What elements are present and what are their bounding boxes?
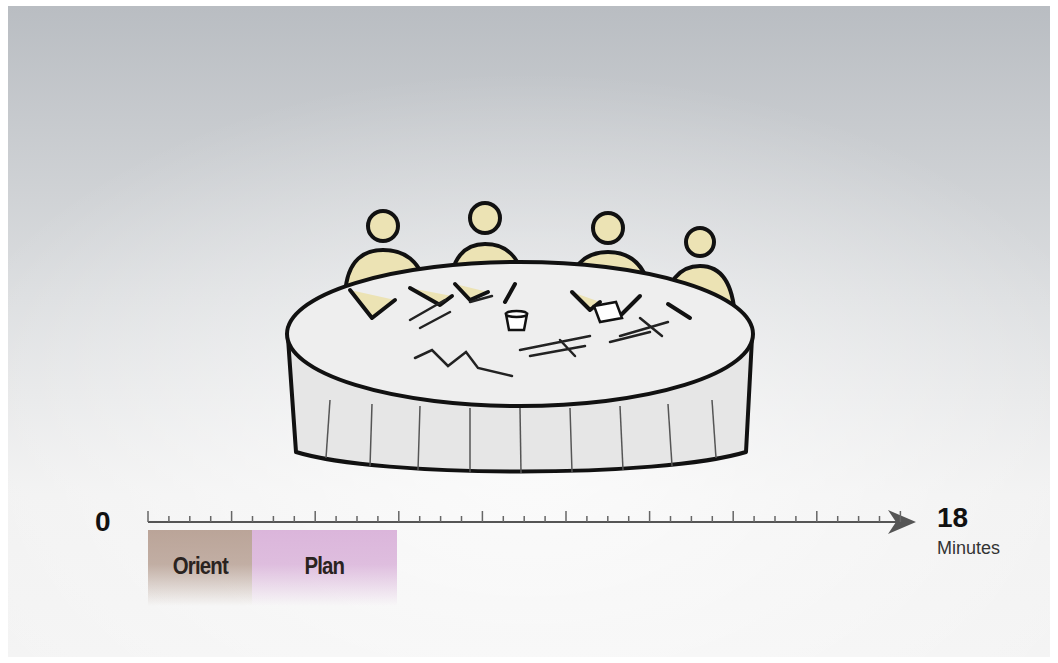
pencil bbox=[410, 300, 450, 328]
axis-tick bbox=[607, 516, 609, 522]
axis-tick bbox=[440, 516, 442, 522]
axis-tick bbox=[189, 516, 191, 522]
axis-tick bbox=[252, 516, 254, 522]
axis-tick bbox=[273, 516, 275, 522]
axis-tick bbox=[294, 516, 296, 522]
axis-tick bbox=[335, 516, 337, 522]
axis-tick bbox=[565, 511, 567, 522]
phase-label: Orient bbox=[173, 552, 228, 580]
scribble bbox=[520, 336, 590, 356]
axis-start: 0 bbox=[95, 506, 111, 538]
axis-tick bbox=[503, 516, 505, 522]
axis-tick bbox=[419, 516, 421, 522]
phase-band: Plan bbox=[252, 530, 397, 606]
phase-band: Orient bbox=[148, 530, 252, 606]
person-arm bbox=[505, 284, 515, 302]
axis-tick bbox=[649, 511, 651, 522]
axis-tick bbox=[879, 516, 881, 522]
pencil bbox=[470, 296, 492, 302]
person-arm bbox=[668, 304, 690, 318]
paper bbox=[594, 302, 622, 322]
axis-tick bbox=[732, 511, 734, 522]
person-head bbox=[593, 213, 623, 243]
axis-tick bbox=[210, 516, 212, 522]
axis-tick bbox=[712, 516, 714, 522]
scribble bbox=[415, 350, 512, 376]
person-arm bbox=[350, 290, 395, 318]
axis-tick bbox=[670, 516, 672, 522]
axis-tick bbox=[753, 516, 755, 522]
axis-tick bbox=[147, 511, 149, 522]
background bbox=[8, 6, 1050, 657]
axis-tick bbox=[523, 516, 525, 522]
axis-tick bbox=[774, 516, 776, 522]
cup-rim bbox=[506, 311, 527, 317]
axis-arrowhead bbox=[888, 510, 916, 534]
axis-tick bbox=[377, 516, 379, 522]
axis-tick bbox=[231, 511, 233, 522]
person-head bbox=[686, 228, 714, 256]
axis-tick bbox=[628, 516, 630, 522]
axis-tick bbox=[398, 511, 400, 522]
person-arm bbox=[410, 288, 452, 305]
axis-tick bbox=[461, 516, 463, 522]
axis-unit: Minutes bbox=[937, 538, 1000, 559]
person-head bbox=[368, 211, 398, 241]
person-head bbox=[470, 203, 500, 233]
background-glow bbox=[8, 6, 1050, 657]
axis-tick bbox=[858, 516, 860, 522]
table-sketches bbox=[410, 296, 668, 376]
phase-label: Plan bbox=[305, 552, 345, 580]
axis-tick bbox=[900, 511, 902, 522]
axis-tick bbox=[356, 516, 358, 522]
axis-tick bbox=[544, 516, 546, 522]
person-arm bbox=[622, 296, 640, 314]
axis-tick bbox=[837, 516, 839, 522]
scribble bbox=[610, 318, 668, 342]
axis-ticks bbox=[148, 511, 900, 522]
table-folds bbox=[326, 400, 716, 473]
axis-tick bbox=[586, 516, 588, 522]
axis-tick bbox=[795, 516, 797, 522]
axis-tick bbox=[691, 516, 693, 522]
table-top bbox=[287, 262, 753, 406]
axis-end: 18 bbox=[937, 502, 968, 534]
table-objects bbox=[506, 302, 622, 330]
axis-tick bbox=[168, 516, 170, 522]
axis-tick bbox=[816, 511, 818, 522]
arms bbox=[350, 284, 690, 318]
axis-tick bbox=[482, 511, 484, 522]
axis-tick bbox=[314, 511, 316, 522]
